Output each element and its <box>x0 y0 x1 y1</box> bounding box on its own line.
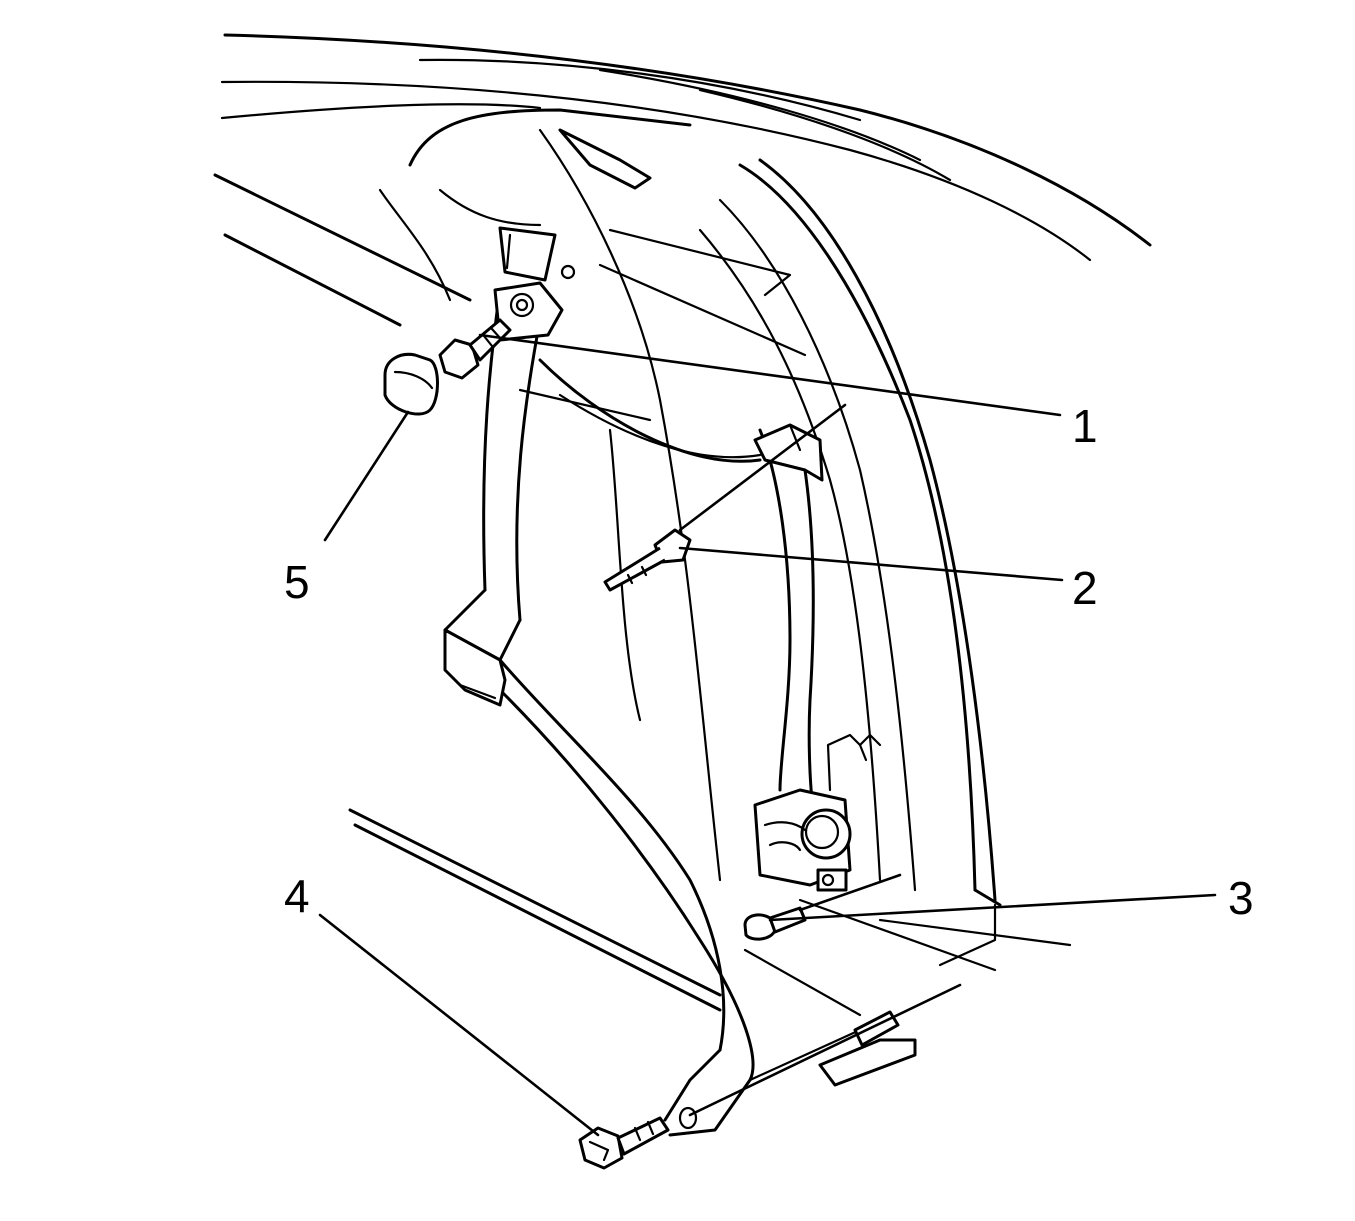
c-pillar <box>538 128 1002 907</box>
push-pin-retainer <box>603 528 692 592</box>
callout-4: 4 <box>284 870 310 922</box>
roof-panel <box>220 33 1152 262</box>
leader-2 <box>678 546 1064 582</box>
leader-4-ext <box>688 983 962 1117</box>
callout-3: 3 <box>1228 872 1254 924</box>
leader-1-ext <box>678 403 847 532</box>
leader-3-ext <box>798 873 902 912</box>
bolt-lower-anchor <box>578 1106 698 1170</box>
callout-5: 5 <box>284 556 310 608</box>
quarter-trim-lines <box>213 173 642 722</box>
upper-guide-bracket <box>493 226 576 342</box>
belt-guide-loop <box>753 423 824 482</box>
bolt-upper-anchor <box>438 318 512 380</box>
callout-1: 1 <box>1072 400 1098 452</box>
seat-belt-retractor <box>753 733 882 892</box>
bolt-retractor <box>743 906 807 941</box>
callout-2: 2 <box>1072 562 1098 614</box>
leader-5 <box>323 410 410 542</box>
anchor-cover <box>383 352 439 416</box>
rear-window-frame <box>408 108 807 422</box>
floor-sill <box>348 808 1072 1087</box>
leader-lines <box>318 333 1217 1137</box>
leader-4 <box>318 913 600 1137</box>
seat-belt-webbing <box>443 288 862 1137</box>
lower-belt-bracket <box>443 628 507 707</box>
leader-1 <box>478 333 1062 417</box>
leader-3 <box>768 893 1217 922</box>
